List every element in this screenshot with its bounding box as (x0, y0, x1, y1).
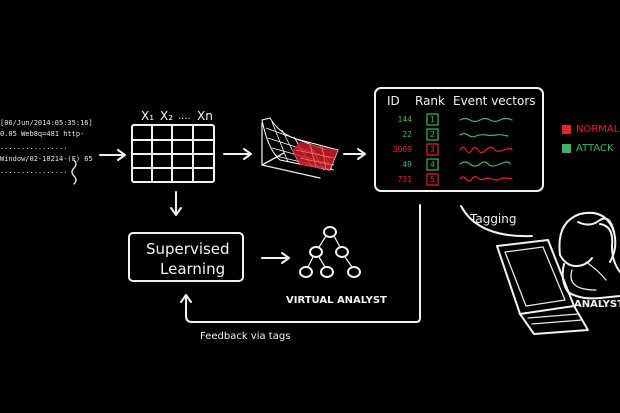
header-event-vectors: Event vectors (453, 94, 536, 108)
virtual-analyst-label: VIRTUAL ANALYST (286, 295, 387, 306)
supervised-learning-line1: Supervised (146, 240, 230, 258)
event-row-rank: 2 (430, 130, 435, 139)
arrow-surface-to-panel (343, 148, 366, 160)
feature-x2-label: X₂ (160, 109, 174, 123)
supervised-learning-line2: Learning (160, 260, 226, 278)
log-line: [06/Jun/2014:05:35:16] (0, 119, 93, 127)
event-row-id: 3069 (392, 145, 412, 154)
legend-label-attack: ATTACK (576, 143, 614, 154)
feedback-loop-arrow (180, 204, 421, 323)
legend-swatch-normal (562, 125, 571, 134)
supervised-box (128, 232, 244, 282)
event-row-rank: 4 (430, 160, 435, 169)
event-row-id: 49 (402, 160, 412, 169)
header-id: ID (387, 94, 400, 108)
feature-xn-label: Xn (197, 109, 213, 123)
analyst-label: ANALYST (574, 299, 620, 310)
event-row-rank: 1 (430, 115, 435, 124)
event-row-rank: 5 (430, 175, 435, 184)
log-line: ................ (0, 143, 68, 151)
header-rank: Rank (415, 94, 445, 108)
log-line: 0.05 Web8q=481 http- (0, 130, 85, 138)
event-row-id: 144 (397, 115, 412, 124)
log-brace (71, 159, 77, 185)
feedback-label: Feedback via tags (200, 331, 291, 342)
feature-x1-label: X₁ (141, 109, 155, 123)
legend-label-normal: NORMAL (576, 124, 620, 135)
log-line: Window/02-10214-(F) 65 (0, 155, 93, 163)
arrow-table-to-surface (223, 148, 252, 160)
tagging-label: Tagging (470, 212, 517, 226)
event-row-id: 731 (397, 175, 412, 184)
feature-dots-label: .... (178, 111, 191, 122)
event-row-rank: 3 (430, 145, 435, 154)
arrow-supervised-to-tree (261, 252, 290, 264)
analyst-drawing (496, 211, 620, 335)
rank-boxes (426, 113, 439, 186)
arrow-log-to-table (99, 149, 126, 161)
tagging-arc (460, 205, 533, 238)
arrow-table-to-supervised (170, 191, 182, 216)
surface-plot (261, 117, 339, 179)
event-vector-waves (459, 117, 513, 182)
event-panel (374, 87, 544, 192)
log-line: ................ (0, 167, 68, 175)
decision-tree (299, 226, 361, 278)
feature-table (131, 124, 215, 183)
legend-swatch-attack (562, 144, 571, 153)
event-row-id: 22 (402, 130, 412, 139)
